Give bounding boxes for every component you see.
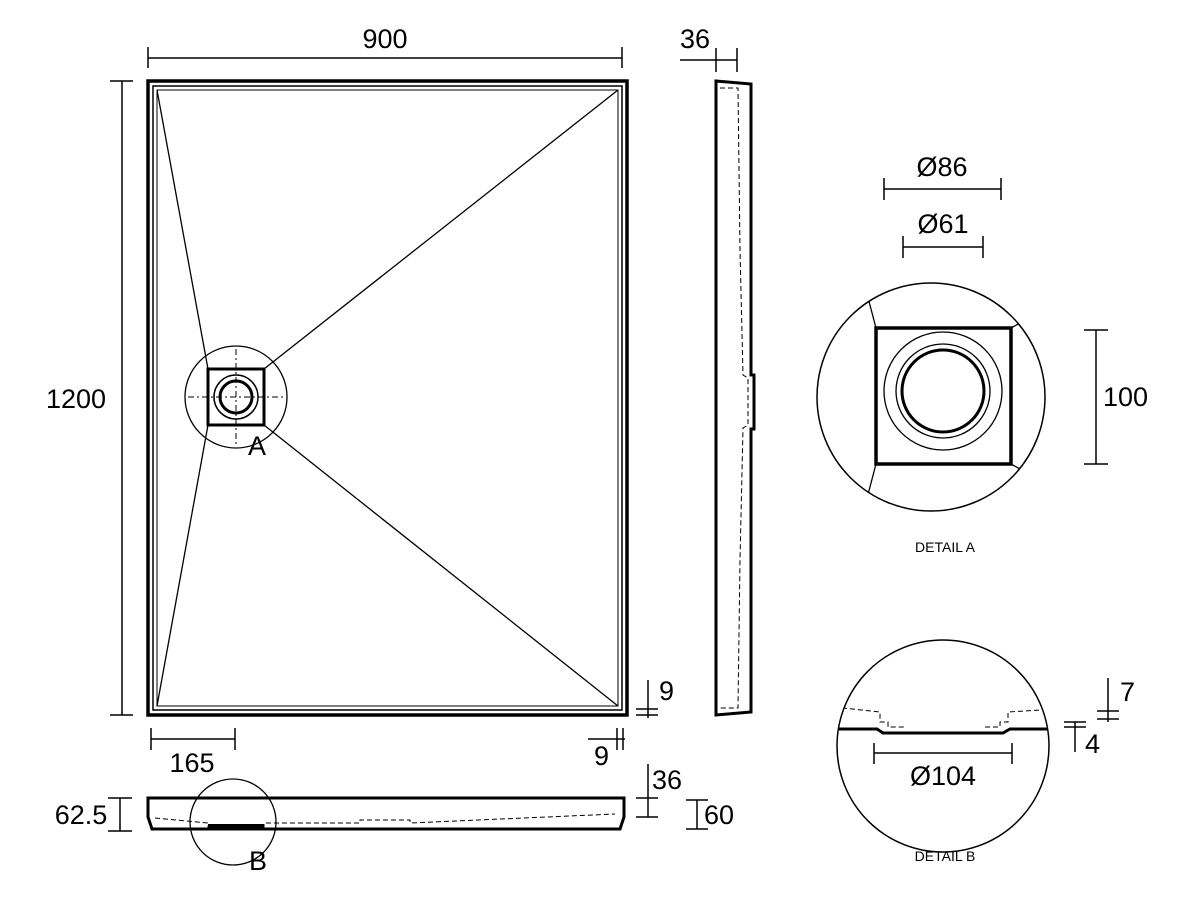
detail-a-inner-ring [900,348,986,434]
waste-diameter-dimension [873,743,1013,764]
detail-b-marker: B [249,846,267,876]
detail-b-circle [836,639,1050,853]
detail-a-middle-ring [895,343,991,439]
width-dimension [147,47,623,68]
detail-a-grate-square [874,326,1013,466]
front-profile-outline [146,796,626,831]
outer-diameter-label: Ø86 [916,152,967,182]
rim-side-label: 9 [594,741,609,771]
square-size-label: 100 [1103,382,1148,412]
height-dimension [108,797,132,832]
rim-bottom-label: 9 [659,676,674,706]
rim-bottom-dimension [636,680,658,718]
top-step-label: 7 [1120,677,1135,707]
thickness-dimension [680,48,738,72]
waste-offset-label: 165 [169,748,214,778]
total-height-dimension [686,799,708,830]
total-height-label: 60 [704,800,734,830]
detail-a-callout-circle [184,345,288,449]
detail-b-callout-circle [189,778,277,866]
tray-floor-outline [156,89,619,707]
front-waste-body [208,824,264,829]
front-height-label: 62.5 [55,800,108,830]
waste-outlet: A [184,345,288,461]
length-label: 1200 [46,384,106,414]
tray-depth-label: 36 [652,765,682,795]
detail-b-hidden-line [837,706,1049,728]
detail-b-title: DETAIL B [915,848,976,864]
inner-diameter-dimension [902,236,984,258]
plan-view: A 900 1200 165 9 [46,24,674,778]
detail-b-surface-line [837,727,1049,735]
side-view: 36 [680,24,756,717]
detail-a-outer-ring [883,331,1003,451]
top-step-dimension [1097,678,1119,722]
detail-a-circle [816,282,1046,512]
bottom-step-label: 4 [1085,729,1100,759]
bottom-step-dimension [1064,721,1086,752]
width-label: 900 [362,24,407,54]
detail-b: Ø104 7 4 DETAIL B [836,639,1135,864]
waste-diameter-label: Ø104 [910,761,976,791]
outer-diameter-dimension [883,178,1002,200]
waste-offset-dimension [150,728,236,750]
length-dimension [110,80,133,716]
side-thickness-label: 36 [680,24,710,54]
tray-rim-inner-outline [152,85,623,711]
side-profile-outline [714,79,756,717]
detail-a-marker: A [248,431,266,461]
tray-depth-dimension [636,764,658,818]
inner-diameter-label: Ø61 [917,209,968,239]
tray-outer-outline [146,79,629,717]
detail-a: Ø86 Ø61 100 DETAIL A [816,152,1148,555]
rim-side-dimension [588,728,625,750]
fall-lines [156,89,619,707]
side-profile-hidden-line [720,87,749,709]
detail-a-title: DETAIL A [915,539,976,555]
square-size-dimension [1084,329,1108,465]
front-view: B 62.5 36 60 [55,764,734,876]
